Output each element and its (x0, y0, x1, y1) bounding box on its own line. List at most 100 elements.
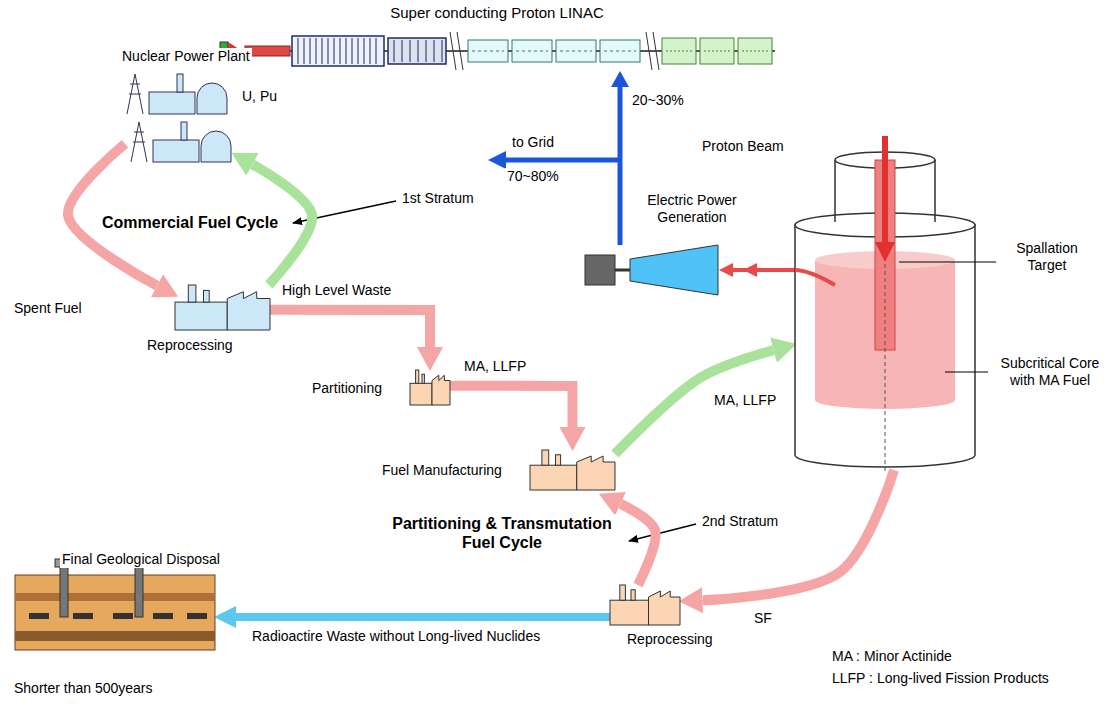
linac-part (402, 40, 403, 62)
grid-arrow-head (488, 151, 506, 169)
flow-arrow (733, 268, 795, 272)
reactor-part (899, 262, 996, 263)
linac-part (560, 51, 592, 52)
geological-disposal: Final Geological Disposal (15, 575, 215, 650)
linac-part (322, 38, 323, 64)
edge-label: MA, LLFP (462, 358, 528, 375)
edge-label: Spent Fuel (12, 300, 84, 317)
reprocessing-plant-icon (175, 285, 270, 330)
disposal-part (15, 575, 215, 650)
subcritical-reactor: Spallation TargetSubcritical Core with M… (795, 150, 975, 470)
reprocessing-plant: Reprocessing (175, 285, 270, 330)
linac-part (704, 51, 730, 52)
linac-part (245, 46, 290, 56)
disposal-part (187, 613, 207, 619)
reprocessing-plant-icon (610, 585, 680, 625)
flow-arrow (270, 310, 430, 347)
node-label: Super conducting Proton LINAC (388, 4, 605, 22)
flow-arrow (621, 504, 656, 585)
reactor-part (795, 136, 996, 472)
linac-part (662, 38, 696, 64)
node-label: U, Pu (240, 88, 279, 105)
edge-label: 20~30% (630, 92, 686, 109)
linac-part (742, 51, 768, 52)
linac-part (666, 51, 692, 52)
linac-part (516, 51, 548, 52)
disposal-part (15, 631, 215, 641)
linac-part (512, 40, 552, 62)
edge-label: MA, LLFP (712, 392, 778, 409)
factoryBlue-part (188, 285, 196, 302)
linac-part (370, 38, 371, 64)
npp-part (181, 122, 187, 140)
disposal-part (29, 613, 49, 619)
factory-part (542, 450, 549, 465)
factory-part (530, 465, 577, 490)
geological-disposal-icon (15, 575, 215, 650)
note-label: Proton Beam (700, 138, 786, 155)
linac: Super conducting Proton LINAC (220, 30, 775, 72)
factory-part (631, 590, 635, 600)
linac-part (394, 40, 395, 62)
factory-part (610, 585, 680, 625)
note-label: 2nd Stratum (700, 513, 780, 530)
linac-part (340, 38, 341, 64)
disposal-part (113, 613, 133, 619)
linac-part (310, 38, 311, 64)
flow-arrow (450, 386, 573, 427)
npp-part (127, 74, 143, 114)
linac-part (738, 38, 772, 64)
gen-part (615, 269, 630, 272)
node-label: Fuel Manufacturing (380, 462, 504, 479)
factory-part (530, 450, 615, 490)
linac-part (410, 40, 411, 62)
reactor-part (882, 136, 888, 242)
linac-part (600, 40, 640, 62)
partitioning-plant-icon (410, 370, 450, 405)
linac-part (358, 38, 359, 64)
factory-part (410, 370, 450, 405)
linac-part (604, 51, 636, 52)
linac-part (346, 38, 347, 64)
generator-icon (585, 245, 720, 295)
disposal-part (15, 559, 215, 650)
partitioning-plant: Partitioning (410, 370, 450, 405)
note-label: Partitioning & Transmutation Fuel Cycle (380, 514, 624, 552)
disposal-part (135, 567, 143, 617)
npp-part (201, 131, 231, 162)
power-plant: Nuclear Power PlantU, Pu (125, 70, 235, 170)
factoryBlue-part (175, 285, 270, 330)
npp-part (131, 122, 231, 162)
linac-part (376, 38, 377, 64)
note-label: Shorter than 500years (12, 680, 155, 697)
npp-part (197, 83, 227, 114)
factory-part (422, 374, 424, 383)
fuel-plant: Fuel Manufacturing (530, 450, 615, 490)
flow-arrow (618, 87, 623, 245)
factory-part (577, 456, 615, 490)
linac-part (450, 32, 659, 70)
node-label: Reprocessing (625, 631, 715, 648)
npp-part (153, 140, 199, 162)
reactor-part (795, 270, 835, 285)
note-label: Commercial Fuel Cycle (100, 213, 280, 232)
gen-part (585, 255, 615, 285)
grid-arrow (505, 158, 620, 163)
disposal-part (60, 567, 68, 617)
npp-part (127, 74, 231, 162)
note-label: to Grid (510, 134, 556, 151)
linac-part (426, 40, 427, 62)
linac-part (292, 36, 384, 66)
linac-part (434, 40, 435, 62)
factory-part (410, 383, 432, 405)
factory-part (556, 455, 561, 465)
generator: Electric Power Generation (585, 245, 720, 295)
node-label: Final Geological Disposal (60, 551, 222, 568)
factory-part (649, 591, 681, 625)
factory-part (432, 375, 450, 405)
linac-part (388, 38, 446, 64)
factoryBlue-part (175, 302, 227, 330)
edge-label: Radioactire Waste without Long-lived Nuc… (250, 628, 542, 645)
linac-part (304, 38, 305, 64)
note-label: LLFP : Long-lived Fission Products (830, 670, 1051, 687)
